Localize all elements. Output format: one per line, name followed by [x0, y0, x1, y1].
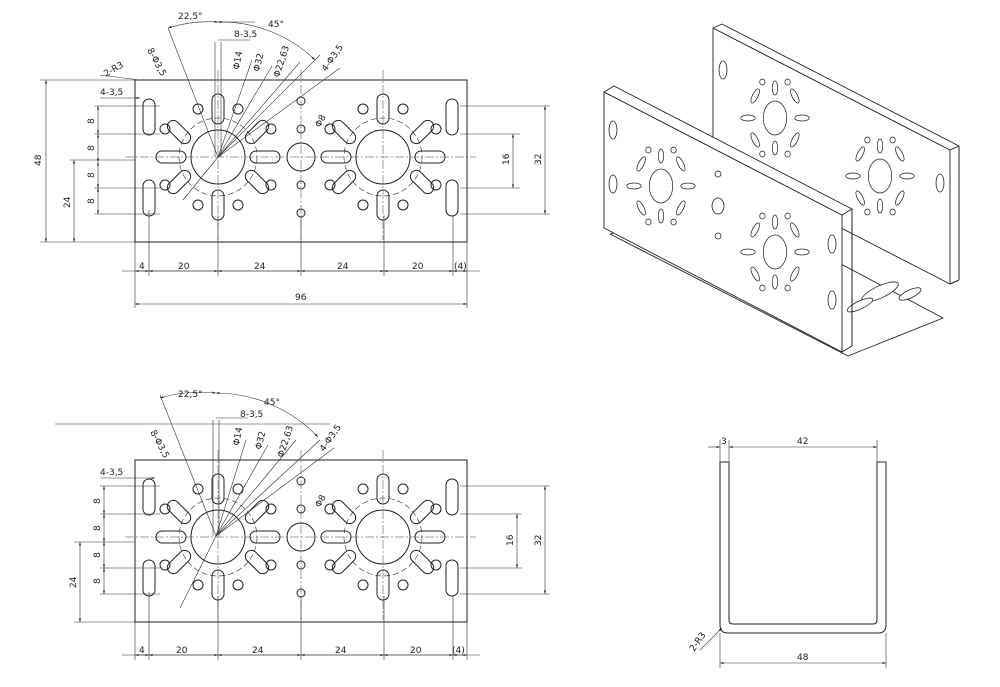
- label-dia-32: Φ32: [252, 52, 266, 72]
- label-pitch-8: 8: [93, 578, 103, 584]
- label-width-4: 4: [139, 262, 145, 272]
- label-width-24: 24: [252, 646, 264, 656]
- label-pitch-8: 8: [93, 552, 103, 558]
- label-pitch-8: 8: [93, 498, 103, 504]
- label-width-24: 24: [335, 646, 347, 656]
- label-pitch-8: 8: [87, 145, 97, 151]
- label-height-24: 24: [63, 196, 73, 208]
- label-width-24: 24: [254, 262, 266, 272]
- label-width-paren-4: (4): [454, 262, 467, 272]
- side-view: 3 42 48 2-R3: [688, 437, 887, 668]
- label-pitch-8: 8: [87, 198, 97, 204]
- label-side-slots: 4-3,5: [100, 88, 123, 98]
- label-dia-14: Φ14: [232, 426, 245, 446]
- label-holes-8: 8-Φ3,5: [147, 429, 170, 461]
- label-dia-32: Φ32: [254, 430, 268, 450]
- label-height-16: 16: [506, 534, 516, 546]
- label-slots-8: 8-3,5: [240, 410, 263, 420]
- label-thickness-3: 3: [721, 437, 727, 447]
- label-width-paren-4: (4): [452, 646, 465, 656]
- label-pitch-8: 8: [87, 172, 97, 178]
- label-angle-22-5: 22,5°: [178, 12, 203, 22]
- label-inner-42: 42: [797, 437, 808, 447]
- label-holes-4: 4-Φ3,5: [318, 423, 344, 454]
- label-width-4: 4: [139, 646, 145, 656]
- label-pitch-8: 8: [87, 118, 97, 124]
- label-total-96: 96: [295, 293, 307, 303]
- front-view-top: 22,5° 45° 8-3,5 8-Φ3,5 Φ14 Φ32 Φ22,63 4-…: [34, 12, 550, 308]
- label-angle-22-5: 22,5°: [178, 390, 203, 400]
- label-height-32: 32: [534, 154, 544, 165]
- label-width-20: 20: [412, 262, 424, 272]
- label-height-24: 24: [69, 576, 79, 588]
- label-height-16: 16: [502, 153, 512, 165]
- label-height-48: 48: [34, 154, 44, 166]
- label-width-20: 20: [410, 646, 422, 656]
- label-pitch-8: 8: [93, 525, 103, 531]
- label-dia-14: Φ14: [232, 50, 245, 70]
- label-width-24: 24: [337, 262, 349, 272]
- label-width-20: 20: [176, 646, 188, 656]
- front-view-bottom: 22,5° 45° 8-3,5 8-Φ3,5 Φ14 Φ32 Φ22,63 4-…: [55, 390, 550, 660]
- label-side-slots: 4-3,5: [100, 468, 123, 478]
- label-outer-48: 48: [797, 653, 809, 663]
- label-holes-4: 4-Φ3,5: [320, 43, 346, 74]
- label-height-32: 32: [534, 535, 544, 546]
- label-slots-8: 8-3,5: [234, 30, 257, 40]
- label-dia-22-63: Φ22,63: [272, 45, 292, 79]
- isometric-view: [603, 23, 960, 357]
- label-holes-8: 8-Φ3,5: [144, 47, 167, 79]
- label-width-20: 20: [178, 262, 190, 272]
- label-dia-8: Φ8: [314, 113, 329, 129]
- label-radius-r3: 2-R3: [688, 631, 708, 654]
- label-dia-22-63: Φ22,63: [276, 425, 296, 459]
- label-dia-8: Φ8: [314, 493, 329, 509]
- label-angle-45: 45°: [264, 398, 280, 408]
- label-angle-45: 45°: [268, 20, 284, 30]
